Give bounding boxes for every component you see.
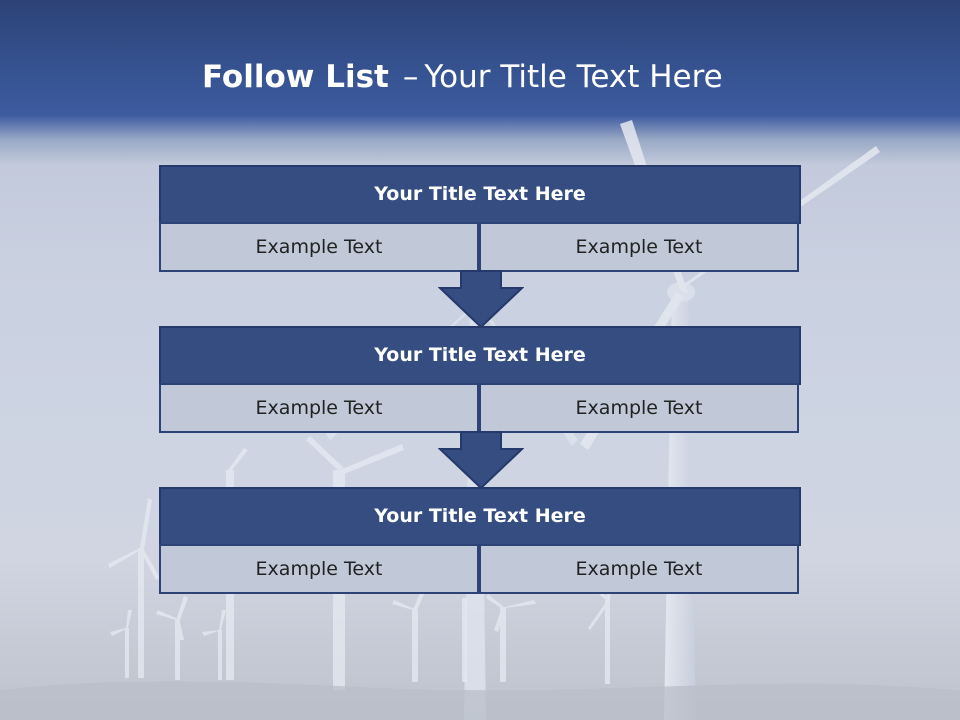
block-2-header: Your Title Text Here	[159, 326, 801, 385]
slide-title: Follow List–Your Title Text Here	[202, 52, 723, 102]
block-1-cell-left: Example Text	[159, 222, 479, 272]
block-3-cell-right: Example Text	[479, 544, 799, 594]
block-3-cell-left: Example Text	[159, 544, 479, 594]
title-separator: –	[402, 59, 419, 95]
title-bold-text: Follow List	[202, 59, 389, 95]
down-arrow-icon	[438, 270, 524, 328]
down-arrow-icon	[438, 431, 524, 489]
title-rest-text: Your Title Text Here	[424, 59, 723, 95]
block-2-cell-right: Example Text	[479, 383, 799, 433]
block-1-cell-right: Example Text	[479, 222, 799, 272]
block-1-header: Your Title Text Here	[159, 165, 801, 224]
block-3-header: Your Title Text Here	[159, 487, 801, 546]
block-2-cell-left: Example Text	[159, 383, 479, 433]
